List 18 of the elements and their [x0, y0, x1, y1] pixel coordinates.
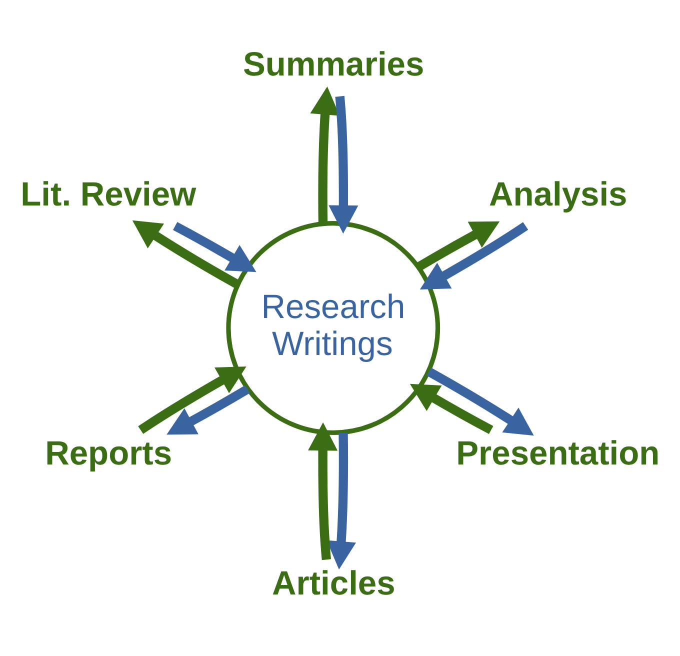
node-circle: Research Writings	[226, 221, 440, 435]
arrow	[132, 220, 240, 288]
arrow	[308, 422, 338, 560]
arrow	[416, 221, 500, 271]
arrow	[326, 432, 356, 570]
node-text: Summaries	[242, 46, 424, 84]
arrow	[173, 222, 256, 272]
arrow	[328, 96, 358, 234]
arrow	[426, 368, 534, 436]
node-text: Reports	[45, 436, 172, 473]
node-text: Articles	[272, 565, 396, 602]
arrow	[410, 384, 494, 434]
arrow	[420, 222, 528, 290]
node-text: Lit. Review	[20, 176, 196, 214]
node-text: Analysis	[489, 176, 628, 214]
node-text: Presentation	[456, 436, 660, 473]
arrow	[166, 385, 250, 435]
arrow	[138, 366, 246, 434]
